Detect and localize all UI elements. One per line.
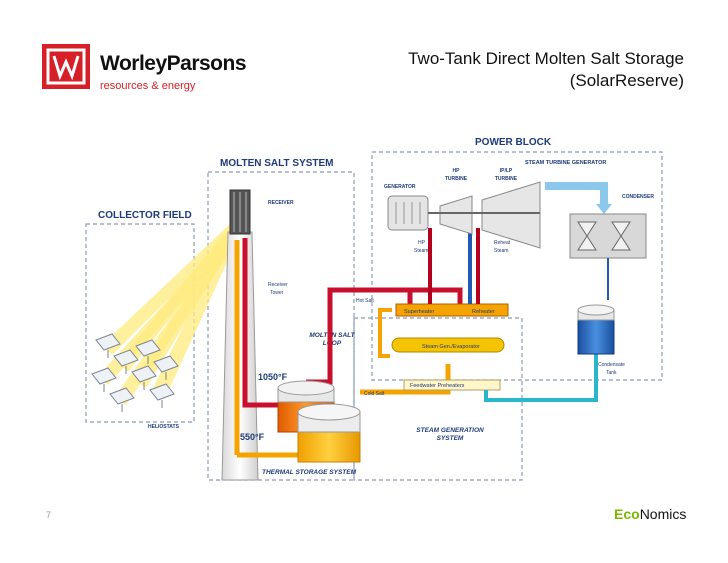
steam-gen-label: Steam Gen./Evaporator [422,344,480,350]
brand-name: WorleyParsons [100,52,247,75]
iplp-turbine-label-2: TURBINE [495,176,518,182]
heliostat-field-icon [91,333,179,412]
logo-mark-icon [46,48,86,85]
cold-tank-icon [297,403,361,463]
feedwater-label: Feedwater Preheaters [410,383,465,389]
hp-turbine-label-2: TURBINE [445,176,468,182]
feedwater-return-pipe [484,354,598,402]
page-number: 7 [46,510,52,520]
hot-salt-down-pipe [242,238,282,408]
receiver-tower-icon [221,231,259,481]
steam-generator-icon [391,337,505,353]
reheat-steam-label-2: Steam [494,248,508,254]
molten-salt-system-label: MOLTEN SALT SYSTEM [220,158,334,169]
cold-salt-return-pipe [360,364,451,395]
steam-turbine-generator-label: STEAM TURBINE GENERATOR [525,160,606,166]
reheater-label: Reheater [472,309,495,315]
condenser-icon [569,213,647,259]
title-line-1: Two-Tank Direct Molten Salt Storage [408,49,684,68]
hp-turbine-label-1: HP [453,168,461,174]
hot-temp-label: 1050°F [258,372,288,382]
hp-turbine-icon [439,195,473,235]
hp-steam-label-2: Steam [414,248,428,254]
condensate-tank-icon [577,304,615,355]
superheater-reheater-icon [395,303,509,317]
cold-salt-label: Cold Salt [364,391,385,397]
eco-prefix: Eco [614,506,640,522]
generator-label: GENERATOR [384,184,416,190]
receiver-tower-label-2: Tower [270,290,284,296]
feedwater-preheater-icon [403,379,501,391]
receiver-tower-label-1: Receiver [268,282,288,288]
brand-tagline: resources & energy [100,80,196,92]
reheat-steam-label-1: Reheat [494,240,511,246]
molten-salt-system-box [207,171,355,481]
heliostats-label: HELIOSTATS [148,424,180,430]
hot-salt-label: Hot Salt [356,298,374,304]
hp-steam-label-1: HP [418,240,426,246]
condensate-label-1: Condensate [598,362,625,368]
superheater-label: Superheater [404,309,434,315]
condensate-label-2: Tank [606,370,617,376]
condenser-label: CONDENSER [622,194,654,200]
receiver-label: RECEIVER [268,200,294,206]
iplp-turbine-label-1: IP/LP [500,168,513,174]
iplp-turbine-icon [481,181,541,249]
economics-logo: EcoNomics [614,506,686,522]
worleyparsons-logo-icon [42,44,90,89]
steam-generation-label-1: STEAM GENERATION [416,427,484,434]
steam-generation-label-2: SYSTEM [437,435,464,442]
sun-beams [98,222,240,405]
steam-to-condenser-arrow [545,182,608,204]
power-block-label: POWER BLOCK [475,137,552,148]
molten-salt-loop-label-1: MOLTEN SALT [309,332,355,339]
collector-field-label: COLLECTOR FIELD [98,210,192,221]
generator-icon [387,195,429,231]
thermal-storage-system-label: THERMAL STORAGE SYSTEM [262,469,357,476]
title-line-2: (SolarReserve) [569,71,684,90]
eco-suffix: Nomics [639,506,687,522]
cold-temp-label: 550°F [240,432,265,442]
slide-title: Two-Tank Direct Molten Salt Storage (Sol… [300,48,684,92]
